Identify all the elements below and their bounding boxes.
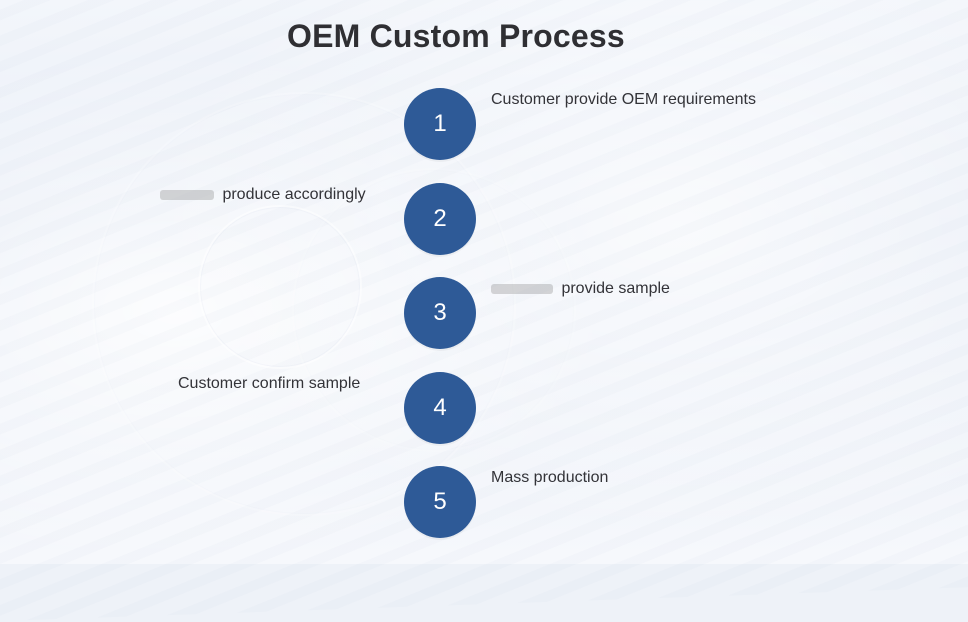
step-3-text: provide sample bbox=[561, 280, 670, 297]
redacted-text bbox=[491, 283, 553, 294]
step-1-label: Customer provide OEM requirements bbox=[491, 91, 756, 108]
step-2-number: 2 bbox=[433, 205, 447, 232]
step-4-label: Customer confirm sample bbox=[178, 375, 361, 392]
background bbox=[0, 0, 968, 564]
step-5-number: 5 bbox=[433, 488, 447, 515]
step-4-circle: 4 bbox=[404, 372, 476, 444]
step-1-number: 1 bbox=[433, 110, 447, 137]
step-3-label: provide sample bbox=[491, 280, 670, 298]
step-5-circle: 5 bbox=[404, 466, 476, 538]
page-title: OEM Custom Process bbox=[287, 18, 625, 54]
redacted-text bbox=[160, 189, 214, 200]
step-3-circle: 3 bbox=[404, 277, 476, 349]
step-2-circle: 2 bbox=[404, 183, 476, 255]
step-2-label: produce accordingly bbox=[160, 186, 366, 204]
step-3-number: 3 bbox=[433, 299, 447, 326]
decorative-ring bbox=[292, 168, 576, 452]
step-4-number: 4 bbox=[433, 394, 447, 421]
step-5-label: Mass production bbox=[491, 469, 609, 486]
step-2-text: produce accordingly bbox=[222, 186, 366, 203]
step-1-circle: 1 bbox=[404, 88, 476, 160]
